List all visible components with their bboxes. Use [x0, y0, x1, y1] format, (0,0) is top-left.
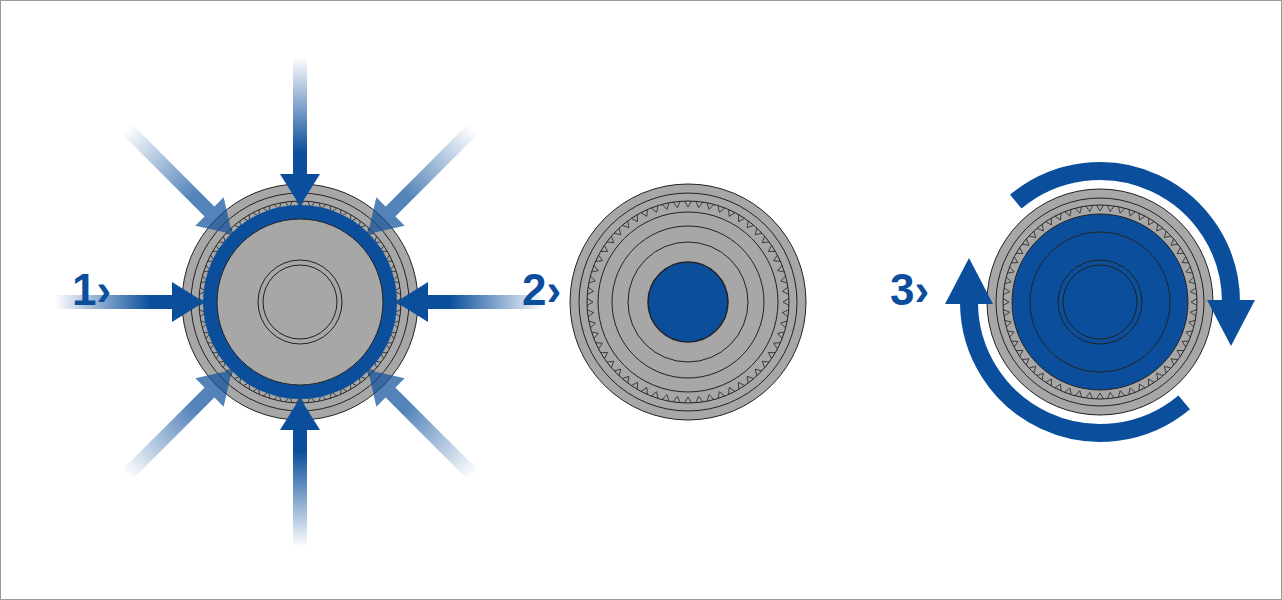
push-arrows [55, 57, 545, 547]
knurling [1003, 205, 1197, 399]
knob-step-3 [987, 189, 1213, 415]
knob-step-2 [570, 184, 806, 420]
callout-number: 3› [890, 268, 929, 312]
callout-number: 1› [72, 268, 111, 312]
knurling [587, 201, 789, 403]
rotate-arrows [945, 171, 1255, 433]
callout-number: 2› [522, 268, 561, 312]
